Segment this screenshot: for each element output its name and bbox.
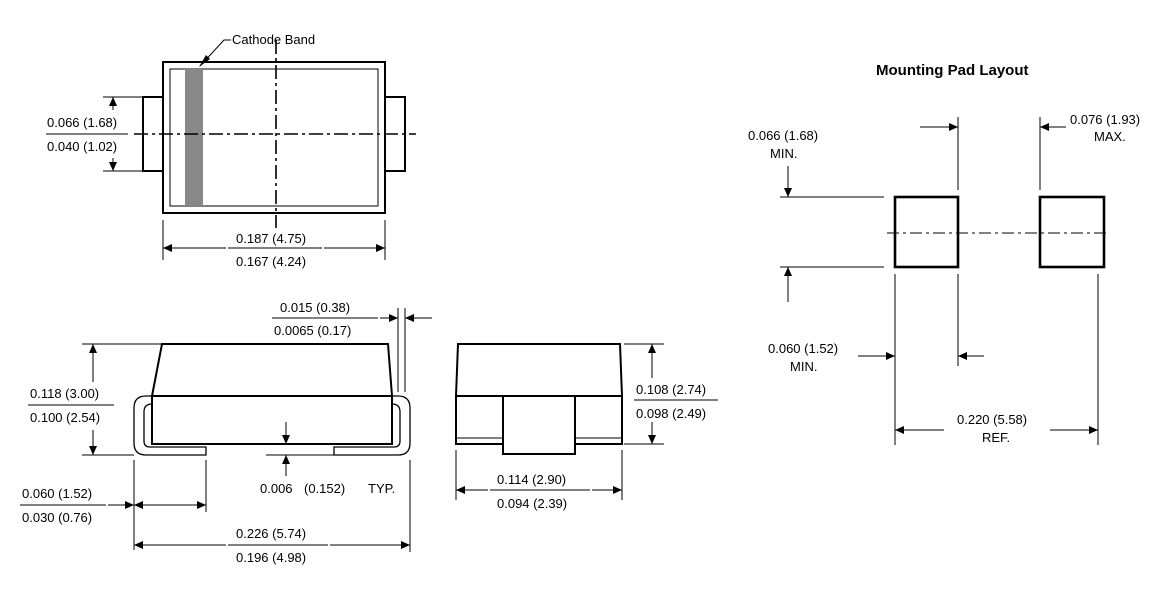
overall-max: 0.226 (5.74) [236,526,306,541]
standoff-value: 0.006 [260,481,293,496]
side-height-min: 0.100 (2.54) [30,410,100,425]
lead-thk-arrowhead-left [389,314,398,322]
span-arrowhead-right [1089,426,1098,434]
pad-width-arrowhead-right [1040,123,1049,131]
end-width-min: 0.094 (2.39) [497,496,567,511]
side-view-left-lead [133,395,207,456]
top-height-min: 0.040 (1.02) [47,139,117,154]
mounting-pad-layout: Mounting Pad Layout 0.066 (1.68) MIN. 0.… [748,62,1140,445]
span-note: REF. [982,430,1010,445]
mounting-pad-title: Mounting Pad Layout [876,62,1028,79]
side-height-max: 0.118 (3.00) [30,386,99,401]
lead-len-arrowhead-left [125,501,134,509]
cathode-leader-arrow [199,55,210,67]
overall-min: 0.196 (4.98) [236,550,306,565]
standoff-note: TYP. [368,481,395,496]
pad-width-value: 0.076 (1.93) [1070,112,1140,127]
standoff-arrowhead-top [282,435,290,444]
top-length-max: 0.187 (4.75) [236,231,306,246]
gap-value: 0.060 (1.52) [768,341,838,356]
top-view: Cathode Band 0.066 (1.68) 0.040 (1.02) 0… [46,32,416,269]
lead-thk-max: 0.015 (0.38) [280,300,350,315]
end-height-arrowhead-bottom [648,435,656,444]
top-height-arrowhead-bottom [109,162,117,171]
lead-len-min: 0.030 (0.76) [22,510,92,525]
side-view-body-top [150,343,394,397]
side-view-body-bottom [151,395,393,445]
pad-width-arrowhead-left [949,123,958,131]
end-width-arrowhead-right [613,486,622,494]
lead-len-arrowhead-inner-right [197,501,206,509]
span-value: 0.220 (5.58) [957,412,1027,427]
top-length-arrowhead-left [163,244,172,252]
pad-height-note: MIN. [770,146,797,161]
gap-arrowhead-left [886,352,895,360]
end-view-body-top [454,343,624,397]
lead-thk-arrowhead-right [405,314,414,322]
gap-arrowhead-right [958,352,967,360]
end-height-arrowhead-top [648,344,656,353]
top-view-body-inner [169,68,379,207]
end-height-min: 0.098 (2.49) [636,406,706,421]
end-width-max: 0.114 (2.90) [497,472,566,487]
side-height-arrowhead-top [89,344,97,353]
pad-height-arrowhead-bottom [784,267,792,276]
overall-arrowhead-right [401,541,410,549]
top-length-min: 0.167 (4.24) [236,254,306,269]
top-height-arrowhead-top [109,97,117,106]
side-height-arrowhead-bottom [89,446,97,455]
left-mounting-pad [893,195,960,269]
overall-arrowhead-left [134,541,143,549]
cathode-label: Cathode Band [232,32,315,47]
standoff-arrowhead-bottom [282,455,290,464]
end-view: 0.108 (2.74) 0.098 (2.49) 0.114 (2.90) 0… [454,343,718,511]
standoff-mm: (0.152) [304,481,345,496]
lead-len-arrowhead-inner-left [134,501,143,509]
gap-note: MIN. [790,359,817,374]
lead-len-max: 0.060 (1.52) [22,486,92,501]
span-arrowhead-left [895,426,904,434]
cathode-band [185,69,203,206]
end-view-terminal [502,395,576,455]
side-view: 0.015 (0.38) 0.0065 (0.17) 0.118 (3.00) … [20,300,432,565]
lead-thk-min: 0.0065 (0.17) [274,323,351,338]
pad-width-note: MAX. [1094,129,1126,144]
top-height-max: 0.066 (1.68) [47,115,117,130]
right-mounting-pad [1038,195,1106,269]
end-width-arrowhead-left [456,486,465,494]
pad-height-value: 0.066 (1.68) [748,128,818,143]
pad-height-arrowhead-top [784,188,792,197]
end-height-max: 0.108 (2.74) [636,382,706,397]
top-length-arrowhead-right [376,244,385,252]
